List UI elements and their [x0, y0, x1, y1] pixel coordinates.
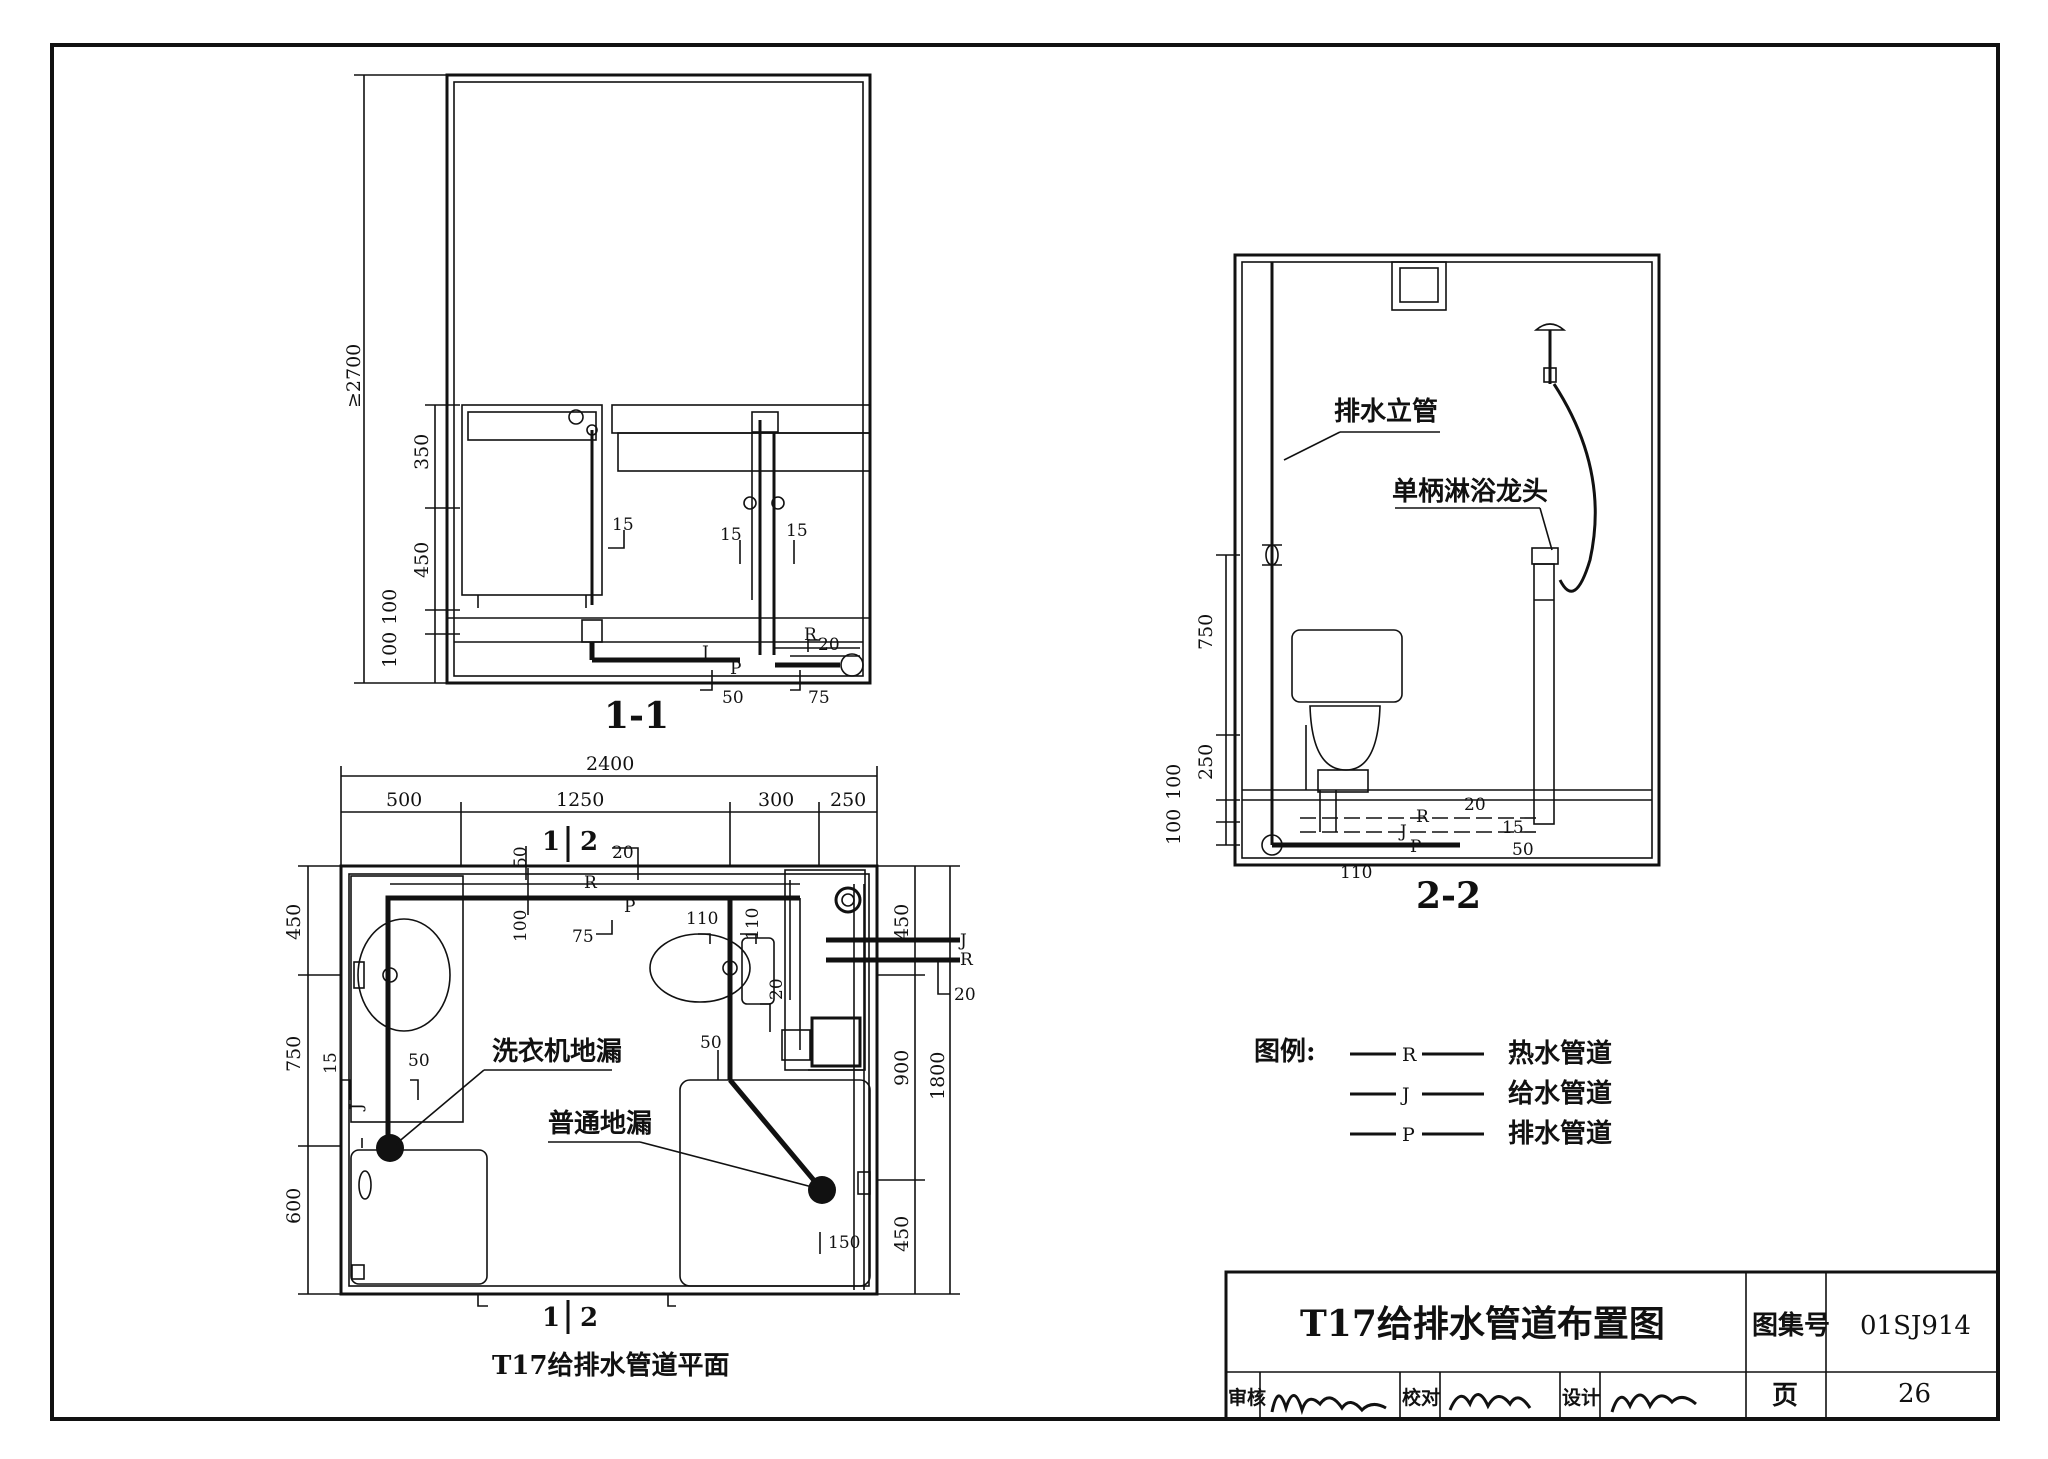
review-label: 审核 — [1228, 1386, 1266, 1409]
pipe-size-label: 15 — [321, 1052, 341, 1074]
dimension: 450 — [411, 542, 433, 578]
dimension: 100 — [1163, 809, 1185, 845]
pipe-size-label: 20 — [767, 978, 787, 1000]
plan-title: T17给排水管道平面 — [492, 1350, 730, 1381]
pipe-tag: J — [700, 643, 709, 663]
legend: 图例: R 热水管道 J 给水管道 P 排水管道 — [1254, 1037, 1612, 1149]
section-mark: 2 — [580, 1303, 598, 1333]
pipe-tag: R — [960, 950, 974, 970]
dimension: 300 — [758, 789, 794, 811]
pipe-tag: J — [958, 931, 967, 951]
pipe-size-label: 50 — [722, 688, 744, 708]
legend-tag: R — [1402, 1044, 1417, 1066]
dimension: 600 — [283, 1188, 305, 1224]
callout-floor-drain: 普通地漏 — [548, 1108, 652, 1139]
pipe-size-label: 50 — [408, 1051, 430, 1071]
legend-text: 排水管道 — [1508, 1118, 1612, 1149]
legend-text: 热水管道 — [1508, 1038, 1612, 1069]
height-dimension: ≥2700 — [343, 344, 365, 408]
callout-drain-stack: 排水立管 — [1334, 396, 1438, 427]
pipe-size-label: 15 — [720, 525, 742, 545]
dimension: 900 — [891, 1050, 913, 1086]
dimension-total: 1800 — [927, 1052, 949, 1100]
dimension: 100 — [1163, 764, 1185, 800]
total-width-dimension: 2400 — [586, 753, 634, 775]
pipe-size-label: 110 — [1340, 863, 1372, 883]
callout-washer-drain: 洗衣机地漏 — [492, 1036, 622, 1067]
dimension: 100 — [379, 632, 401, 668]
page-number: 26 — [1898, 1379, 1931, 1409]
pipe-size-label: 50 — [700, 1033, 722, 1053]
pipe-size-label: 75 — [572, 927, 594, 947]
check-label: 校对 — [1402, 1386, 1440, 1409]
dimension: 1250 — [556, 789, 604, 811]
plan-view: 2400 500 1250 300 250 450 750 600 450 90… — [283, 753, 976, 1381]
pipe-tag: P — [1410, 837, 1421, 857]
dimension: 750 — [1195, 614, 1217, 650]
pipe-tag: P — [730, 659, 741, 679]
legend-text: 给水管道 — [1508, 1078, 1612, 1109]
pipe-tag: P — [624, 897, 635, 917]
pipe-size-label: 20 — [1464, 795, 1486, 815]
section-mark: 1 — [542, 827, 560, 857]
callout-shower-faucet: 单柄淋浴龙头 — [1392, 477, 1548, 507]
pipe-size-label: 75 — [808, 688, 830, 708]
dimension: 500 — [386, 789, 422, 811]
pipe-tag: J — [1398, 822, 1407, 842]
pipe-size-label: 50 — [511, 846, 531, 868]
legend-tag: P — [1402, 1124, 1415, 1146]
pipe-size-label: 20 — [612, 843, 634, 863]
atlas-number: 01SJ914 — [1860, 1311, 1971, 1341]
pipe-size-label: 50 — [1512, 840, 1534, 860]
pipe-size-label: 15 — [786, 521, 808, 541]
dimension: 450 — [891, 1216, 913, 1252]
legend-tag: J — [1400, 1084, 1410, 1106]
section-mark: 2 — [580, 827, 598, 857]
section-1-1: 15 15 15 20 50 75 J P R ≥2700 350 450 10… — [343, 73, 872, 737]
pipe-tag: R — [584, 873, 598, 893]
pipe-size-label: 110 — [743, 908, 763, 940]
design-label: 设计 — [1562, 1387, 1600, 1409]
pipe-tag: J — [347, 1103, 367, 1112]
pipe-size-label: 20 — [954, 985, 976, 1005]
dimension: 450 — [283, 904, 305, 940]
dimension: 100 — [379, 589, 401, 625]
sheet-frame — [50, 43, 2000, 1421]
pipe-size-label: 15 — [1502, 818, 1524, 838]
section-mark: 1 — [542, 1303, 560, 1333]
dimension: 750 — [283, 1036, 305, 1072]
dimension: 350 — [411, 434, 433, 470]
pipe-size-label: 20 — [818, 635, 840, 655]
pipe-size-label: 15 — [612, 515, 634, 535]
signature-designer — [1610, 1393, 1697, 1413]
signature-reviewer — [1270, 1394, 1387, 1416]
dimension: 450 — [891, 904, 913, 940]
section-label-1-1: 1-1 — [604, 695, 669, 737]
pipe-size-label: 150 — [828, 1233, 860, 1253]
dimension: 250 — [1195, 744, 1217, 780]
section-2-2: 排水立管 单柄淋浴龙头 20 15 50 110 R J P 750 250 1… — [1163, 253, 1661, 917]
dimension: 250 — [830, 789, 866, 811]
pipe-size-label: 110 — [686, 909, 718, 929]
signature-checker — [1448, 1393, 1532, 1411]
page-label: 页 — [1772, 1381, 1798, 1411]
drawing-title: T17给排水管道布置图 — [1300, 1303, 1665, 1345]
section-label-2-2: 2-2 — [1416, 875, 1481, 917]
atlas-number-label: 图集号 — [1752, 1310, 1830, 1341]
legend-title: 图例: — [1254, 1037, 1316, 1067]
pipe-tag: R — [804, 625, 818, 645]
pipe-tag: R — [1416, 807, 1430, 827]
title-block: T17给排水管道布置图 图集号 01SJ914 审核 校对 设计 页 26 — [1224, 1270, 2000, 1421]
pipe-size-label: 100 — [511, 910, 531, 942]
